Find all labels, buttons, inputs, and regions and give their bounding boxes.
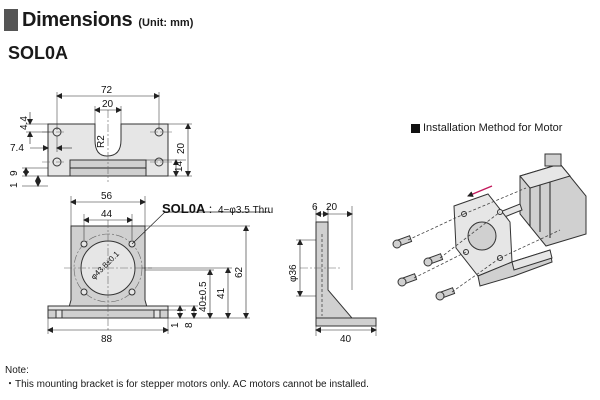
flange-hole — [80, 240, 88, 248]
mounting-screw — [423, 253, 444, 267]
mounting-screw — [397, 273, 418, 287]
dim-hole-offset: 7.4 — [10, 143, 24, 154]
dim-hole-pitch-y: 4.4 — [19, 116, 30, 130]
dim-slot-radius: R2 — [96, 135, 107, 148]
dim-foot-thickness: 1 — [9, 182, 20, 188]
model-name: SOL0A — [8, 43, 69, 63]
side-base — [315, 317, 377, 327]
dim-slot-width: 20 — [102, 99, 114, 110]
dim-bore-diameter: φ36 — [288, 264, 299, 282]
square-bullet-icon — [411, 123, 420, 133]
mounting-screw — [392, 235, 413, 249]
side-bracket — [315, 221, 353, 325]
dim-center-tolerance: 40±0.5 — [198, 281, 209, 312]
page-title: Dimensions — [22, 8, 133, 31]
bracket-bore — [467, 221, 497, 251]
dim-foot-height: 9 — [9, 170, 20, 176]
dim-overall-width: 72 — [101, 85, 113, 96]
insertion-arrow-icon — [467, 185, 493, 197]
unit-label: (Unit: mm) — [138, 17, 194, 29]
dim-foot-thickness-front: 8 — [184, 322, 195, 328]
notes-heading: Note: — [5, 365, 29, 376]
dim-inner-width: 44 — [101, 209, 113, 220]
dim-side-top-depth: 20 — [326, 202, 338, 213]
dim-side-base-depth: 40 — [340, 334, 352, 345]
section-header: Dimensions (Unit: mm) — [4, 7, 193, 33]
callout-model: SOL0A — [162, 201, 206, 216]
dim-flange-height: 62 — [234, 266, 245, 278]
dim-center-height: 41 — [216, 287, 227, 299]
callout-hole-spec: ：4−φ3.5 Thru — [208, 205, 273, 216]
dim-side-top-thickness: 6 — [312, 202, 318, 213]
flange-hole — [128, 288, 136, 296]
top-view: 72 20 R2 4.4 7.4 20 14 9 1 — [9, 85, 192, 188]
dim-base-width: 88 — [101, 334, 113, 345]
dim-plate-thickness: 1 — [170, 322, 181, 328]
notes-line: ・This mounting bracket is for stepper mo… — [5, 379, 369, 390]
notes: Note: ・This mounting bracket is for step… — [5, 364, 369, 392]
side-view: 6 20 φ36 40 — [288, 202, 377, 345]
dim-depth: 20 — [176, 142, 187, 154]
installation-heading: Installation Method for Motor — [411, 122, 562, 134]
installation-illustration — [392, 153, 587, 301]
front-view: φ43.8±0.1 56 44 88 62 41 40±0.5 8 — [47, 191, 273, 345]
dim-depth-total: 14 — [174, 160, 185, 172]
installation-title: Installation Method for Motor — [423, 122, 563, 134]
header-marker — [4, 9, 18, 31]
mounting-screw — [435, 287, 456, 301]
dim-front-overall-width: 56 — [101, 191, 113, 202]
flange-hole — [80, 288, 88, 296]
